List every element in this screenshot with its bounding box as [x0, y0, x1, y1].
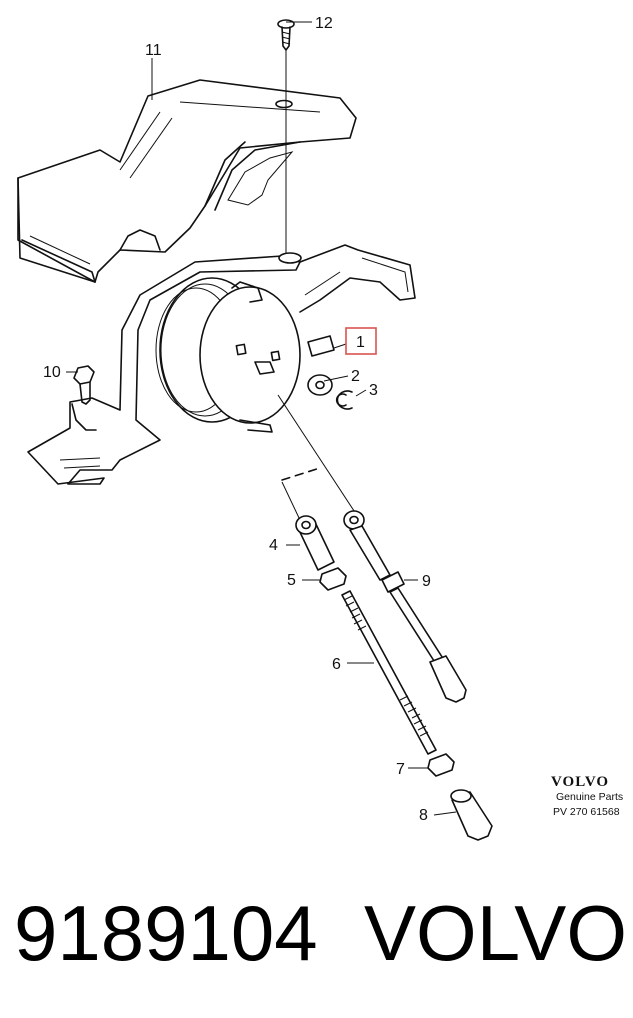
drawing-reference: PV 270 61568	[553, 806, 620, 818]
callout-1: 1	[356, 334, 365, 351]
callout-2: 2	[351, 368, 360, 385]
callout-8: 8	[419, 807, 428, 824]
highlight-box-callout-1	[345, 327, 377, 355]
brand-logo: VOLVO	[551, 774, 609, 790]
callout-12: 12	[315, 15, 333, 32]
sensor-housing	[155, 277, 335, 433]
callout-6: 6	[332, 656, 341, 673]
callout-10: 10	[43, 364, 61, 381]
brand-subtitle: Genuine Parts	[556, 791, 623, 803]
callout-4: 4	[269, 537, 278, 554]
callout-11: 11	[145, 42, 162, 59]
callout-9: 9	[422, 573, 431, 590]
parts-diagram: 1 2 3 4 5 6 7 8 9 10 11 12 VOLVO Genuine…	[17, 15, 623, 841]
cover-part-11	[17, 79, 357, 283]
callout-7: 7	[396, 761, 405, 778]
brand-block: VOLVO Genuine Parts PV 270 61568	[551, 774, 623, 818]
callout-labels: 1 2 3 4 5 6 7 8 9 10 11 12	[43, 15, 431, 824]
nut-part-7	[427, 753, 455, 777]
bracket	[27, 244, 416, 485]
nut-part-5	[319, 567, 347, 591]
manufacturer-name: VOLVO	[364, 889, 627, 977]
link-rod-part-9	[343, 510, 467, 703]
part-number: 9189104	[14, 889, 318, 977]
callout-5: 5	[287, 572, 296, 589]
clip-part-3	[335, 390, 353, 410]
leader-lines	[66, 21, 457, 816]
callout-3: 3	[369, 382, 378, 399]
bolt-part-10	[73, 365, 95, 405]
rod-end-part-4	[295, 515, 335, 571]
threaded-rod-part-6	[341, 590, 437, 755]
end-cap-part-8	[450, 789, 493, 841]
washer-part-2	[307, 374, 333, 396]
